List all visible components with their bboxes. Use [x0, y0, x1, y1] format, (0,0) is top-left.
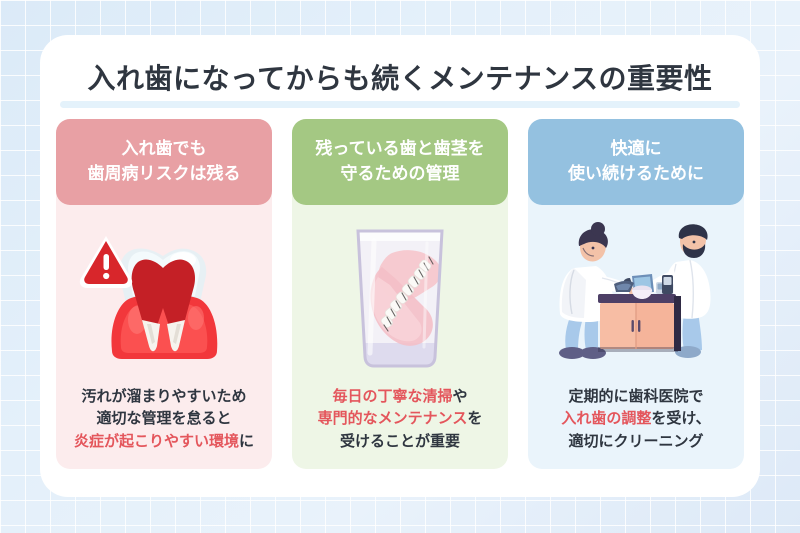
- column-risk-body-line2: 適切な管理を怠ると: [96, 409, 232, 428]
- column-risk-highlight: 炎症が起こりやすい環境: [73, 432, 239, 451]
- column-risk-header-line2: 歯周病リスクは残る: [87, 164, 241, 184]
- column-comfort-header-line1: 快適に: [610, 139, 662, 160]
- column-comfort-body-line3: 適切にクリーニング: [568, 432, 704, 451]
- column-risk-body: 汚れが溜まりやすいため 適切な管理を怠ると 炎症が起こりやすい環境に: [56, 385, 272, 469]
- column-care-body-line1-tail: や: [452, 386, 468, 405]
- dental-technicians-icon: [559, 221, 711, 359]
- column-risk-illustration: [56, 205, 272, 385]
- column-care-illustration: [292, 205, 508, 385]
- column-care-header-line1: 残っている歯と歯茎を: [315, 139, 485, 160]
- denture-in-glass-icon: [356, 229, 444, 368]
- title-underline: [60, 101, 740, 108]
- column-care-highlight-2: 専門的なメンテナンス: [317, 409, 468, 428]
- column-comfort-highlight: 入れ歯の調整: [561, 409, 652, 428]
- column-comfort: 快適に 使い続けるために: [528, 119, 744, 469]
- column-comfort-body-line1: 定期的に歯科医院で: [568, 386, 704, 405]
- column-risk-body-line3-tail: に: [239, 432, 255, 451]
- page-title: 入れ歯になってからも続くメンテナンスの重要性: [87, 62, 713, 95]
- column-comfort-body-line2-tail: を受け、: [651, 409, 711, 428]
- column-comfort-header-line2: 使い続けるために: [568, 164, 704, 184]
- column-care-body: 毎日の丁寧な清掃や 専門的なメンテナンスを 受けることが重要: [292, 385, 508, 469]
- column-comfort-illustration: [528, 205, 744, 385]
- column-risk-header: 入れ歯でも 歯周病リスクは残る: [56, 119, 272, 205]
- column-risk-body-line1: 汚れが溜まりやすいため: [81, 386, 247, 405]
- content-panel: 入れ歯になってからも続くメンテナンスの重要性 入れ歯でも 歯周病リスクは残る: [40, 35, 760, 497]
- column-care-header: 残っている歯と歯茎を 守るための管理: [292, 119, 508, 205]
- column-risk-header-line1: 入れ歯でも: [121, 139, 207, 160]
- column-care-body-line1: 毎日の丁寧な清掃や: [296, 385, 504, 408]
- column-care-header-line2: 守るための管理: [340, 164, 460, 184]
- column-comfort-body-line2: 入れ歯の調整を受け、: [532, 407, 740, 430]
- column-comfort-body: 定期的に歯科医院で 入れ歯の調整を受け、 適切にクリーニング: [528, 385, 744, 469]
- column-care-highlight-1: 毎日の丁寧な清掃: [332, 386, 453, 405]
- column-care-body-line2: 専門的なメンテナンスを: [296, 407, 504, 430]
- column-risk-body-line3: 炎症が起こりやすい環境に: [60, 430, 268, 453]
- column-group: 入れ歯でも 歯周病リスクは残る: [56, 119, 744, 469]
- column-risk: 入れ歯でも 歯周病リスクは残る: [56, 119, 272, 469]
- column-care-body-line3: 受けることが重要: [339, 432, 460, 451]
- inflamed-tooth-warning-icon: [79, 235, 218, 359]
- column-care: 残っている歯と歯茎を 守るための管理: [292, 119, 508, 469]
- column-care-body-line2-tail: を: [467, 409, 483, 428]
- column-comfort-header: 快適に 使い続けるために: [528, 119, 744, 205]
